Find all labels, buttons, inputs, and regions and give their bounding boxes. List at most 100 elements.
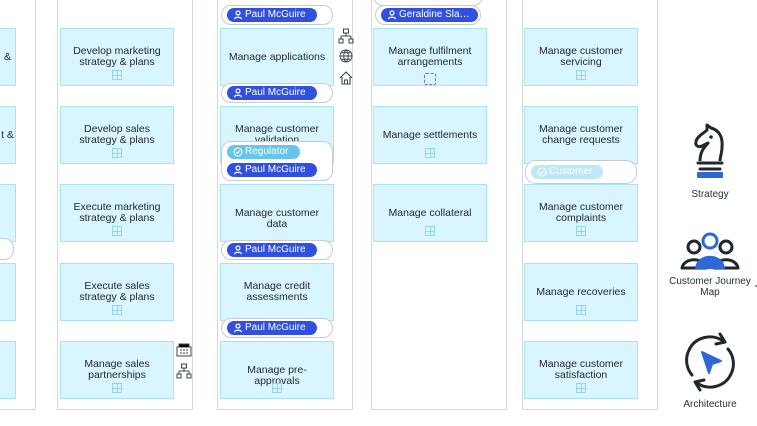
process-card[interactable]: Manage applications (220, 28, 334, 86)
process-card[interactable]: Manage pre-approvals (220, 341, 334, 399)
owner-tag[interactable]: Paul McGuire (227, 86, 317, 100)
card-label: Manage applications (228, 51, 326, 63)
card-label: Manage customer complaints (538, 201, 624, 224)
dashed-plus-icon[interactable] (424, 73, 436, 85)
owner-tag[interactable]: Paul McGuire (227, 8, 317, 22)
tag-bubble[interactable] (0, 238, 14, 260)
tag-label: Paul McGuire (245, 164, 306, 175)
person-icon (233, 88, 243, 98)
tag-bubble[interactable]: Geraldine Slat… (375, 5, 481, 25)
tag-label: Paul McGuire (245, 87, 306, 98)
plus-square-icon[interactable] (112, 148, 122, 158)
card-label: Manage customer validation (234, 123, 320, 146)
card-label: Manage fulfilment arrangements (388, 45, 472, 68)
plus-square-icon[interactable] (576, 383, 586, 393)
org-chart-icon[interactable] (176, 363, 192, 379)
process-card[interactable]: Manage credit assessments (220, 263, 334, 321)
plus-square-icon[interactable] (112, 226, 122, 236)
plus-square-icon[interactable] (576, 70, 586, 80)
plus-square-icon[interactable] (112, 305, 122, 315)
tag-bubble[interactable]: Paul McGuire (221, 240, 333, 260)
process-card[interactable]: Develop marketing strategy & plans (60, 28, 174, 86)
knight-icon[interactable] (678, 119, 742, 183)
tag-bubble[interactable]: Regulator Paul McGuire (221, 141, 333, 181)
plus-square-icon[interactable] (425, 148, 435, 158)
tag-bubble[interactable]: Paul McGuire (221, 5, 333, 25)
process-card[interactable]: Manage sales partnerships (60, 341, 174, 399)
card-label: Manage recoveries (536, 286, 626, 298)
card-label: Execute sales strategy & plans (79, 280, 155, 303)
owner-tag[interactable]: Paul McGuire (227, 163, 317, 177)
tag-label: Regulator (245, 146, 289, 157)
process-card[interactable]: Execute marketing strategy & plans (60, 184, 174, 242)
plus-square-icon[interactable] (425, 226, 435, 236)
card-label: Manage customer servicing (538, 45, 624, 68)
plus-square-icon[interactable] (112, 383, 122, 393)
card-label: t & (1, 129, 14, 141)
tag-bubble[interactable]: Paul McGuire (221, 83, 333, 103)
card-label: Manage pre-approvals (247, 364, 307, 387)
tag-label: Paul McGuire (245, 9, 306, 20)
person-icon (233, 323, 243, 333)
plus-square-icon[interactable] (576, 305, 586, 315)
process-card[interactable]: Manage customer data (220, 184, 334, 242)
owner-tag[interactable]: Geraldine Slat… (381, 8, 478, 22)
card-label: Manage customer change requests (538, 123, 624, 146)
owner-tag[interactable]: Paul McGuire (227, 321, 317, 335)
process-card[interactable]: Manage customer satisfaction (524, 341, 638, 399)
process-card[interactable]: Manage customer servicing (524, 28, 638, 86)
card-label: & (3, 51, 11, 63)
tag-label: Customer (549, 166, 593, 177)
card-label: Develop sales strategy & plans (79, 123, 155, 146)
card-label: Develop marketing strategy & plans (73, 45, 161, 68)
process-card[interactable]: Manage customer complaints (524, 184, 638, 242)
person-icon (233, 245, 243, 255)
strategy-label: Strategy (691, 189, 729, 200)
process-card[interactable]: & (0, 28, 16, 86)
process-card[interactable] (0, 263, 16, 321)
process-card[interactable] (0, 341, 16, 399)
globe-icon[interactable] (338, 48, 354, 64)
cursor-cycle-icon[interactable] (678, 330, 742, 394)
org-chart-icon[interactable] (338, 28, 354, 44)
tag-label: Geraldine Slat… (399, 9, 473, 20)
process-card[interactable]: Manage recoveries (524, 263, 638, 321)
process-card[interactable]: Manage fulfilment arrangements (373, 28, 487, 86)
check-circle-icon (233, 147, 243, 157)
person-icon (233, 165, 243, 175)
card-label: Manage sales partnerships (84, 358, 150, 381)
architecture-label: Architecture (683, 399, 737, 410)
card-label: Manage collateral (388, 207, 472, 219)
card-label: Execute marketing strategy & plans (73, 201, 161, 224)
owner-tag[interactable]: Paul McGuire (227, 243, 317, 257)
process-card[interactable]: Manage collateral (373, 184, 487, 242)
plus-square-icon[interactable] (272, 383, 282, 393)
process-card[interactable] (0, 184, 16, 242)
process-card[interactable]: Manage settlements (373, 106, 487, 164)
regulator-tag[interactable]: Regulator (227, 145, 300, 159)
plus-square-icon[interactable] (576, 226, 586, 236)
process-card[interactable]: Manage customer change requests (524, 106, 638, 164)
check-circle-icon (537, 167, 547, 177)
card-label: Manage settlements (382, 129, 478, 141)
home-icon[interactable] (338, 70, 354, 86)
marker-dot (755, 285, 757, 287)
tag-bubble[interactable]: Customer (525, 160, 637, 184)
customer-journey-icon[interactable] (678, 225, 742, 289)
tag-bubble[interactable]: Paul McGuire (221, 318, 333, 338)
card-label: Manage credit assessments (243, 280, 311, 303)
process-card[interactable]: Execute sales strategy & plans (60, 263, 174, 321)
customer-tag[interactable]: Customer (531, 165, 603, 179)
plus-square-icon[interactable] (112, 70, 122, 80)
process-card[interactable]: Develop sales strategy & plans (60, 106, 174, 164)
person-icon (387, 10, 397, 20)
card-label: Manage customer satisfaction (538, 358, 624, 381)
tag-label: Paul McGuire (245, 244, 306, 255)
card-label: Manage customer data (234, 207, 320, 230)
process-card[interactable]: t & (0, 106, 16, 164)
person-icon (233, 10, 243, 20)
tag-label: Paul McGuire (245, 322, 306, 333)
building-icon[interactable] (176, 342, 192, 358)
customer-journey-label: Customer Journey Map (669, 276, 751, 298)
